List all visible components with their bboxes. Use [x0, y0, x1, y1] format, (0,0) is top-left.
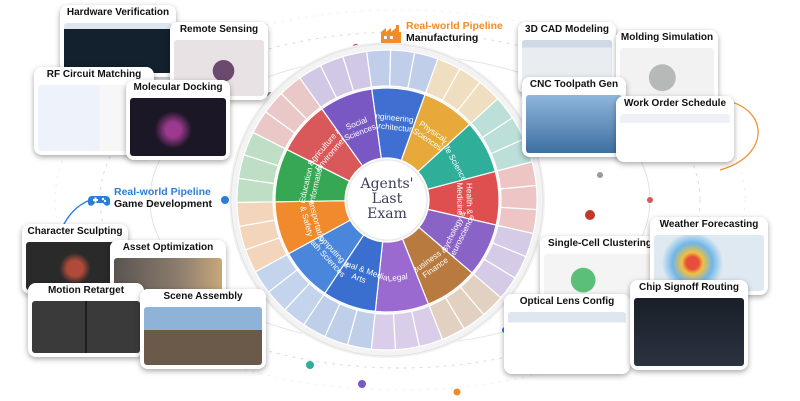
pipeline-subtitle: Manufacturing — [406, 32, 479, 44]
wheel-center — [346, 159, 428, 241]
card-title: Character Sculpting — [22, 224, 128, 240]
card-work-order-schedule: Work Order Schedule — [616, 96, 734, 162]
sphere — [647, 197, 653, 203]
card-title: Molding Simulation — [616, 30, 718, 46]
card-title: Optical Lens Config — [504, 294, 630, 310]
wheel-center-title: Last — [372, 191, 403, 207]
wheel-rim — [230, 43, 544, 357]
screenshot-thumbnail — [64, 23, 172, 73]
card-optical-lens-config: Optical Lens Config — [504, 294, 630, 374]
manufacturing-pipeline-heading: Real-world Pipeline Manufacturing — [380, 20, 520, 50]
card-scene-assembly: Scene Assembly — [140, 289, 266, 369]
wheel-center-title: Exam — [367, 206, 407, 222]
screenshot-thumbnail — [144, 307, 262, 365]
screenshot-thumbnail — [634, 298, 744, 366]
pipeline-subtitle: Game Development — [114, 198, 213, 210]
card-title: Single-Cell Clustering — [540, 236, 660, 252]
screenshot-thumbnail — [26, 242, 124, 290]
card-title: Weather Forecasting — [650, 217, 768, 233]
gamepad-icon — [88, 196, 110, 206]
screenshot-thumbnail — [620, 114, 730, 158]
screenshot-thumbnail — [508, 312, 626, 370]
card-title: 3D CAD Modeling — [518, 22, 616, 38]
pipeline-title: Real-world Pipeline — [406, 20, 503, 32]
card-title: Molecular Docking — [126, 80, 230, 96]
sector-label: Legal — [387, 272, 408, 284]
card-molecular-docking: Molecular Docking — [126, 80, 230, 160]
card-title: Work Order Schedule — [616, 96, 734, 112]
wheel-subcell — [342, 50, 373, 92]
card-motion-retarget: Motion Retarget — [28, 283, 144, 357]
sphere — [306, 361, 314, 369]
card-chip-signoff-routing: Chip Signoff Routing — [630, 280, 748, 370]
card-title: Asset Optimization — [110, 240, 226, 256]
card-title: Remote Sensing — [170, 22, 268, 38]
card-character-sculpting: Character Sculpting — [22, 224, 128, 294]
card-title: Motion Retarget — [28, 283, 144, 299]
wheel-sector — [321, 88, 382, 167]
card-title: CNC Toolpath Gen — [522, 77, 626, 93]
card-title: Chip Signoff Routing — [630, 280, 748, 296]
sector-label-line: Legal — [387, 272, 408, 284]
screenshot-thumbnail — [526, 95, 622, 153]
card-title: Hardware Verification — [60, 5, 176, 21]
card-title: RF Circuit Matching — [34, 67, 154, 83]
sector-label: Health &Medicine — [455, 182, 474, 215]
card-title: Scene Assembly — [140, 289, 266, 305]
sector-label-line: Medicine — [455, 182, 465, 215]
sphere — [221, 196, 229, 204]
screenshot-thumbnail — [32, 301, 140, 353]
card-cnc-toolpath-gen: CNC Toolpath Gen — [522, 77, 626, 157]
sphere — [453, 388, 461, 396]
game-pipeline-heading: Real-world Pipeline Game Development — [88, 186, 228, 216]
card-hardware-verification: Hardware Verification — [60, 5, 176, 77]
screenshot-thumbnail — [130, 98, 226, 156]
card-molding-simulation: Molding Simulation — [616, 30, 718, 106]
factory-icon — [381, 25, 401, 43]
wheel-center-title: Agents' — [359, 176, 413, 192]
sector-label-line: Health & — [464, 183, 474, 215]
sphere — [597, 172, 603, 178]
pipeline-title: Real-world Pipeline — [114, 186, 211, 198]
sphere — [358, 380, 366, 388]
sphere — [585, 210, 595, 220]
wheel-subcell — [499, 184, 538, 211]
screenshot-thumbnail — [620, 48, 714, 102]
